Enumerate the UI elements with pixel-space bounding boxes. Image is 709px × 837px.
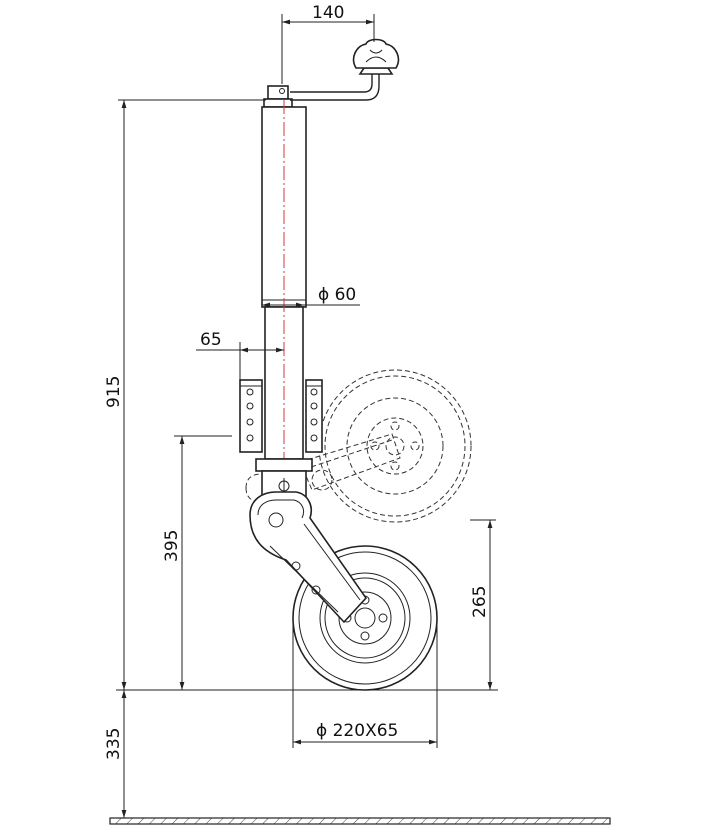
dim-tube-diameter: ϕ 60 — [262, 285, 360, 308]
raised-wheel-outline — [295, 369, 472, 523]
dim-raised-wheel-height: 265 — [470, 519, 496, 690]
dim-pivot-height: 395 — [162, 435, 232, 690]
ground-floor — [109, 817, 611, 825]
dim-wheel-size: ϕ 220X65 — [292, 618, 438, 748]
dim-text-wheel-size: ϕ 220X65 — [316, 721, 398, 741]
dim-ground-clearance: 335 — [104, 690, 127, 818]
clamp-plate — [239, 379, 323, 453]
dim-text-total-height: 915 — [104, 376, 124, 408]
dim-text-clamp-width: 65 — [200, 330, 222, 350]
dim-text-ground-clearance: 335 — [104, 728, 124, 760]
main-tube — [261, 85, 307, 470]
dim-text-handle-offset: 140 — [312, 3, 344, 23]
crank-handle — [290, 38, 400, 101]
dim-handle-offset: 140 — [281, 3, 375, 84]
dim-clamp-width: 65 — [196, 330, 284, 380]
dim-text-pivot-height: 395 — [162, 530, 182, 562]
dim-text-raised-wheel-height: 265 — [470, 586, 490, 618]
dim-total-height: 915 — [104, 99, 266, 690]
clamp-holes — [246, 388, 318, 442]
swing-arm — [249, 491, 368, 624]
dim-text-tube-diameter: ϕ 60 — [318, 285, 356, 305]
